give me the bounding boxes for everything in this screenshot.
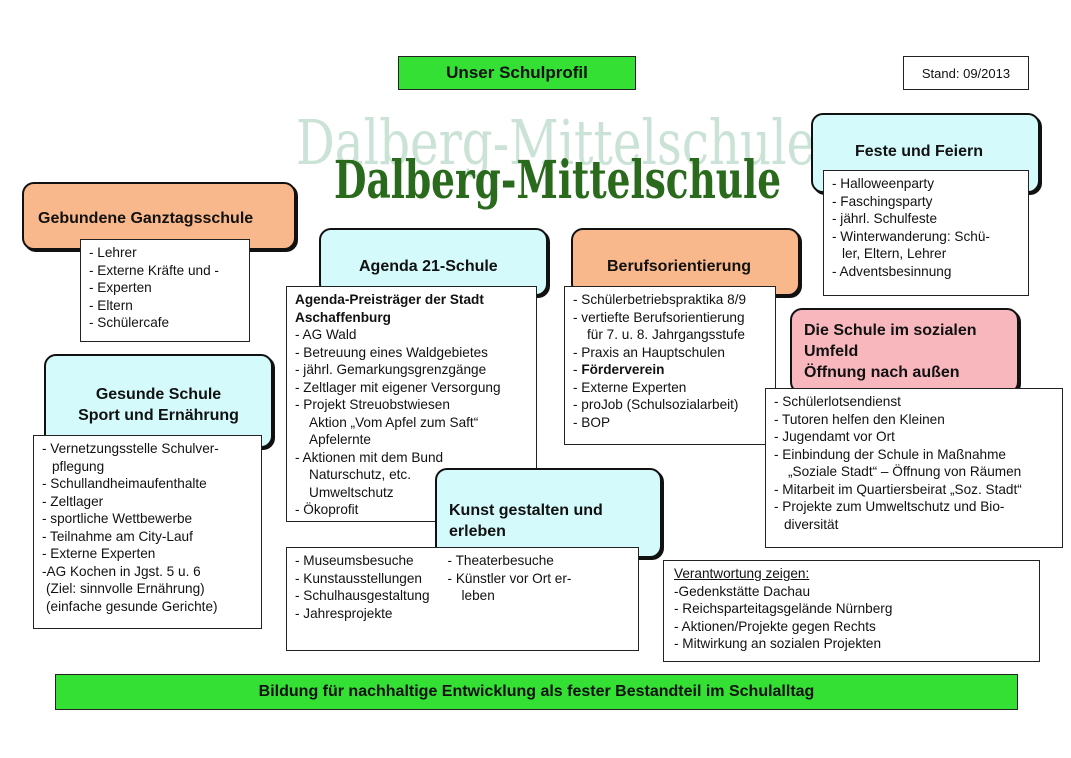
list-item: - Kunstausstellungen: [295, 570, 422, 586]
list-item: - Ökoprofit: [295, 502, 359, 517]
ganztag-heading-box: Gebundene Ganztagsschule: [22, 182, 296, 250]
list-item: - proJob (Schulsozialarbeit): [573, 397, 739, 412]
list-item: - Externe Kräfte und -: [89, 262, 219, 278]
list-item: - Externe Experten: [573, 379, 687, 395]
kunst-heading: erleben: [449, 523, 506, 540]
foerderverein-label: Förderverein: [581, 362, 665, 377]
list-item: - Projekte zum Umweltschutz und Bio-: [774, 499, 1005, 514]
gesund-heading-box: Gesunde Schule Sport und Ernährung: [44, 354, 273, 448]
list-item: - Winterwanderung: Schü-: [832, 228, 990, 244]
list-item: - Theaterbesuche: [447, 553, 554, 568]
verantwortung-list: Verantwortung zeigen: -Gedenkstätte Dach…: [663, 560, 1040, 662]
list-item: (einfache gesunde Gerichte): [46, 598, 218, 614]
list-item: Apfelernte: [309, 432, 371, 447]
list-item: - jährl. Gemarkungsgrenzgänge: [295, 362, 487, 377]
list-item: für 7. u. 8. Jahrgangsstufe: [587, 327, 745, 342]
list-item: - Projekt Streuobstwiesen: [295, 397, 450, 412]
agenda-lead: Aschaffenburg: [295, 309, 391, 325]
list-item: diversität: [784, 516, 839, 532]
sozial-heading: Öffnung nach außen: [804, 364, 960, 381]
list-item: - Einbindung der Schule in Maßnahme: [774, 446, 1006, 462]
sozial-heading: Die Schule im sozialen: [804, 322, 977, 339]
schulprofil-banner: Unser Schulprofil: [398, 56, 636, 90]
list-item: - Zeltlager mit eigener Versorgung: [295, 379, 501, 395]
list-item: - Künstler vor Ort er-: [447, 570, 572, 586]
list-item: - Reichsparteitagsgelände Nürnberg: [674, 601, 893, 616]
footer-banner: Bildung für nachhaltige Entwicklung als …: [55, 674, 1018, 710]
list-item: ler, Eltern, Lehrer: [842, 246, 947, 261]
list-item: - Schülercafe: [89, 315, 170, 330]
agenda-list: Agenda-Preisträger der Stadt Aschaffenbu…: [286, 286, 537, 522]
feste-list: - Halloweenparty - Faschingsparty - jähr…: [823, 170, 1029, 296]
gesund-subheading: Sport und Ernährung: [78, 407, 239, 424]
sozial-list: - Schülerlotsendienst - Tutoren helfen d…: [765, 388, 1063, 548]
list-item: - Förderverein: [573, 362, 665, 377]
list-item: - jährl. Schulfeste: [832, 211, 938, 226]
title-shadow: Dalberg-Mittelschule: [296, 106, 816, 179]
school-title: Dalberg-Mittelschule: [334, 150, 782, 211]
list-item: Aktion „Vom Apfel zum Saft“: [309, 414, 479, 430]
list-item: (Ziel: sinnvolle Ernährung): [46, 581, 205, 596]
kunst-heading: Kunst gestalten und: [449, 502, 603, 519]
sozial-heading-box: Die Schule im sozialen Umfeld Öffnung na…: [790, 308, 1019, 394]
list-item: „Soziale Stadt“ – Öffnung von Räumen: [788, 464, 1022, 479]
list-item: pflegung: [52, 458, 105, 474]
list-item: - Faschingsparty: [832, 193, 933, 209]
list-item: - Eltern: [89, 297, 133, 313]
list-item: -Gedenkstätte Dachau: [674, 583, 811, 599]
gesund-list: - Vernetzungsstelle Schulver- pflegung -…: [33, 435, 262, 629]
list-item: - Schulhausgestaltung: [295, 588, 430, 603]
agenda-lead: Agenda-Preisträger der Stadt: [295, 292, 484, 307]
list-item: -AG Kochen in Jgst. 5 u. 6: [42, 563, 201, 579]
list-item: - Betreuung eines Waldgebietes: [295, 344, 488, 360]
verantwortung-heading: Verantwortung zeigen:: [674, 566, 810, 581]
sozial-heading: Umfeld: [804, 343, 859, 360]
gesund-heading: Gesunde Schule: [95, 386, 222, 403]
kunst-list: - Museumsbesuche - Kunstausstellungen - …: [286, 547, 639, 651]
list-item: - Jugendamt vor Ort: [774, 429, 895, 444]
list-item: - Experten: [89, 280, 152, 295]
list-item: - Aktionen/Projekte gegen Rechts: [674, 618, 876, 634]
list-item: - Praxis an Hauptschulen: [573, 344, 725, 360]
list-item: - Mitwirkung an sozialen Projekten: [674, 636, 882, 651]
list-item: - Zeltlager: [42, 493, 104, 509]
list-item: - Schullandheimaufenthalte: [42, 476, 207, 491]
list-item: - Halloweenparty: [832, 176, 934, 191]
list-item: - Schülerlotsendienst: [774, 394, 901, 409]
list-item: - Vernetzungsstelle Schulver-: [42, 441, 219, 456]
list-item: - Externe Experten: [42, 546, 156, 561]
list-item: - AG Wald: [295, 327, 357, 342]
list-item: - Tutoren helfen den Kleinen: [774, 411, 945, 427]
list-item: - Jahresprojekte: [295, 605, 393, 621]
ganztag-list: - Lehrer - Externe Kräfte und - - Expert…: [80, 239, 250, 342]
list-item: - Schülerbetriebspraktika 8/9: [573, 292, 747, 307]
list-item: Umweltschutz: [309, 484, 394, 500]
list-item: - Teilnahme am City-Lauf: [42, 528, 193, 544]
list-item: - Mitarbeit im Quartiersbeirat „Soz. Sta…: [774, 481, 1022, 497]
feste-heading: Feste und Feiern: [855, 143, 984, 160]
stand-label: Stand: 09/2013: [903, 56, 1029, 90]
list-item: - vertiefte Berufsorientierung: [573, 309, 745, 325]
agenda-heading: Agenda 21-Schule: [359, 258, 498, 275]
list-item: Naturschutz, etc.: [309, 467, 411, 482]
list-item: - sportliche Wettbewerbe: [42, 511, 193, 526]
list-item: - Adventsbesinnung: [832, 263, 952, 279]
ganztag-heading: Gebundene Ganztagsschule: [38, 210, 254, 227]
list-item: - Museumsbesuche: [295, 553, 414, 568]
list-item: leben: [461, 588, 495, 603]
list-item: - Aktionen mit dem Bund: [295, 449, 444, 465]
beruf-list: - Schülerbetriebspraktika 8/9 - vertieft…: [564, 286, 776, 445]
list-item: - Lehrer: [89, 245, 137, 260]
list-item: - BOP: [573, 414, 611, 430]
beruf-heading: Berufsorientierung: [607, 258, 752, 275]
kunst-heading-box: Kunst gestalten und erleben: [435, 468, 662, 558]
